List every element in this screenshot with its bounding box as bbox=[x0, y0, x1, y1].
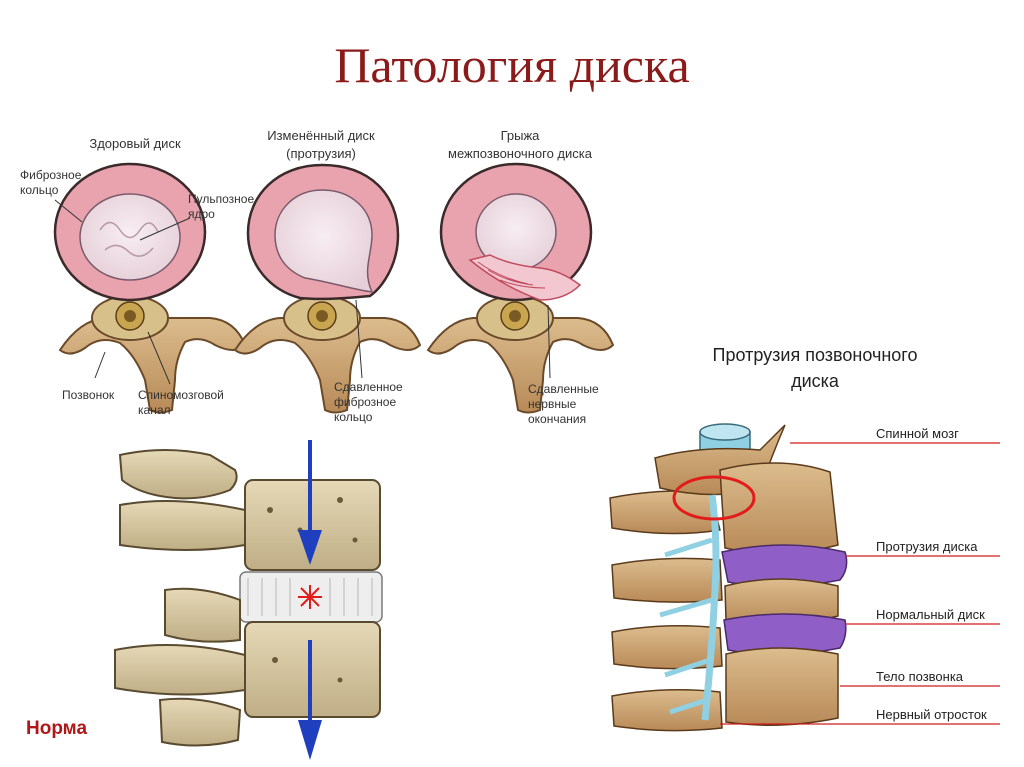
right-title-line1: Протрузия позвоночного bbox=[712, 345, 918, 365]
herniated-disk-illustration bbox=[426, 162, 615, 414]
label-vertebral-body: Тело позвонка bbox=[876, 669, 964, 684]
caption-hernia-line2: межпозвоночного диска bbox=[448, 146, 592, 161]
normal-spine-illustration bbox=[114, 440, 383, 760]
slide-title: Патология диска bbox=[334, 37, 690, 93]
label-normal-disc: Нормальный диск bbox=[876, 607, 985, 622]
protrusion-disk-illustration bbox=[233, 163, 422, 414]
caption-healthy-disk: Здоровый диск bbox=[89, 136, 181, 151]
caption-protrusion-line2: (протрузия) bbox=[286, 146, 356, 161]
label-spinal-canal: Спиномозговой канал bbox=[138, 388, 224, 417]
label-spinal-cord: Спинной мозг bbox=[876, 426, 959, 441]
label-vertebra: Позвонок bbox=[62, 388, 115, 402]
caption-hernia-line1: Грыжа bbox=[500, 128, 540, 143]
protrusion-spine-illustration bbox=[609, 423, 1000, 732]
label-nerve-root: Нервный отросток bbox=[876, 707, 987, 722]
healthy-disk-illustration bbox=[53, 162, 247, 414]
caption-protrusion-line1: Изменённый диск bbox=[267, 128, 375, 143]
label-nucleus-pulposus: Пульпозное ядро bbox=[188, 192, 255, 221]
label-compressed-nerves: Сдавленные нервные окончания bbox=[528, 382, 599, 426]
right-title-line2: диска bbox=[791, 371, 839, 391]
label-norma: Норма bbox=[26, 718, 88, 739]
label-disc-protrusion: Протрузия диска bbox=[876, 539, 978, 554]
label-compressed-ring: Сдавленное фиброзное кольцо bbox=[334, 380, 403, 424]
label-fibrous-ring: Фиброзное кольцо bbox=[20, 168, 82, 197]
